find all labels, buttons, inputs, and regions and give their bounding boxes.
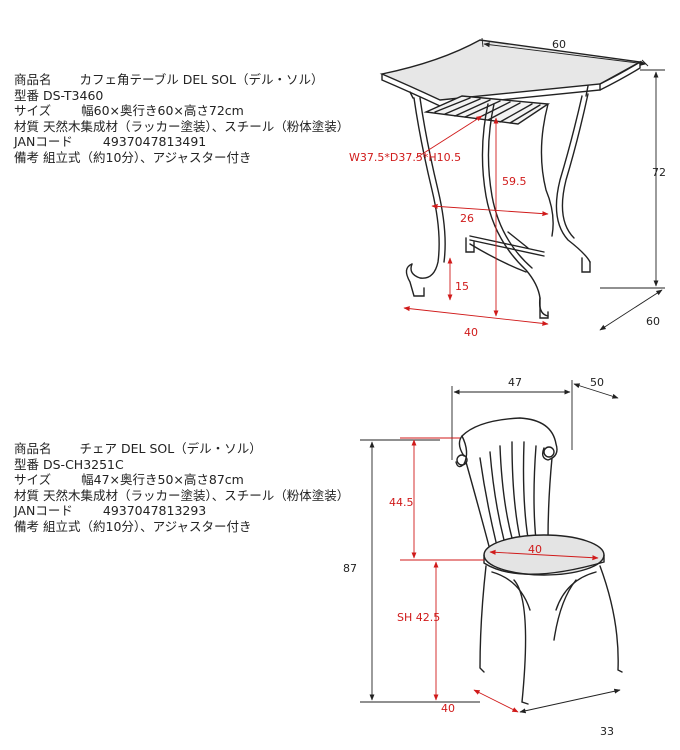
table-depth-label: 60: [646, 315, 660, 328]
chair-width-label: 47: [508, 376, 522, 389]
table-spec-name-row: 商品名 カフェ角テーブル DEL SOL（デル・ソル）: [14, 72, 349, 88]
table-size-label: サイズ: [14, 103, 52, 118]
table-note-label: 備考: [14, 149, 40, 165]
chair-model-label: 型番: [14, 456, 40, 472]
table-name-value: カフェ角テーブル DEL SOL（デル・ソル）: [79, 72, 324, 87]
chair-model-value: DS-CH3251C: [43, 456, 124, 472]
table-spec-jan-row: JANコード 4937047813491: [14, 134, 349, 150]
table-jan-label: JANコード: [14, 134, 73, 149]
chair-spec-block: 商品名 チェア DEL SOL（デル・ソル） 型番 DS-CH3251C サイズ 幅…: [14, 441, 349, 534]
chair-jan-label: JANコード: [14, 503, 73, 518]
chair-base-width-label: 40: [441, 702, 455, 715]
table-dimension-lines-red: [403, 115, 549, 326]
chair-spec-size-row: サイズ 幅47×奥行き50×高さ87cm: [14, 472, 349, 488]
chair-total-height-label: 87: [343, 562, 357, 575]
chair-material-value: 天然木集成材（ラッカー塗装）、スチール（粉体塗装）: [43, 487, 350, 503]
chair-depth-label: 50: [590, 376, 604, 389]
table-spec-block: 商品名 カフェ角テーブル DEL SOL（デル・ソル） 型番 DS-T3460 サ…: [14, 72, 349, 165]
chair-note-label: 備考: [14, 518, 40, 534]
table-spec-model-row: 型番 DS-T3460: [14, 88, 349, 104]
table-material-value: 天然木集成材（ラッカー塗装）、スチール（粉体塗装）: [43, 118, 350, 134]
chair-name-label: 商品名: [14, 441, 52, 456]
table-dimension-lines: [481, 37, 665, 331]
chair-name-value: チェア DEL SOL（デル・ソル）: [79, 441, 262, 456]
table-leg-span-label: 40: [464, 326, 478, 339]
chair-material-label: 材質: [14, 487, 40, 503]
chair-illustration: [455, 417, 623, 705]
table-top-width-label: 60: [552, 38, 566, 51]
chair-note-value: 組立式（約10分）、アジャスター付き: [43, 518, 252, 534]
chair-dimension-lines-red: [400, 437, 599, 713]
chair-size-value: 幅47×奥行き50×高さ87cm: [81, 472, 244, 487]
table-model-value: DS-T3460: [43, 87, 104, 103]
table-size-value: 幅60×奥行き60×高さ72cm: [81, 103, 244, 118]
chair-size-label: サイズ: [14, 472, 52, 487]
chair-jan-value: 4937047813293: [102, 503, 207, 518]
table-spec-material-row: 材質 天然木集成材（ラッカー塗装）、スチール（粉体塗装）: [14, 119, 349, 135]
chair-seat-diameter-label: 40: [528, 543, 542, 556]
chair-base-depth-label: 33: [600, 725, 614, 738]
chair-spec-model-row: 型番 DS-CH3251C: [14, 457, 349, 473]
table-foot-height-label: 15: [455, 280, 469, 293]
table-spec-size-row: サイズ 幅60×奥行き60×高さ72cm: [14, 103, 349, 119]
table-inner-width-label: 26: [460, 212, 474, 225]
chair-spec-material-row: 材質 天然木集成材（ラッカー塗装）、スチール（粉体塗装）: [14, 488, 349, 504]
table-jan-value: 4937047813491: [102, 134, 207, 149]
chair-spec-jan-row: JANコード 4937047813293: [14, 503, 349, 519]
table-note-value: 組立式（約10分）、アジャスター付き: [43, 149, 252, 165]
chair-spec-note-row: 備考 組立式（約10分）、アジャスター付き: [14, 519, 349, 535]
table-material-label: 材質: [14, 118, 40, 134]
chair-back-height-label: 44.5: [389, 496, 414, 509]
table-shelf-label: W37.5*D37.5*H10.5: [349, 151, 461, 164]
chair-seat-height-label: SH 42.5: [397, 611, 440, 624]
table-inner-height-label: 59.5: [502, 175, 527, 188]
table-height-label: 72: [652, 166, 666, 179]
table-name-label: 商品名: [14, 72, 52, 87]
table-spec-note-row: 備考 組立式（約10分）、アジャスター付き: [14, 150, 349, 166]
chair-dimension-lines: [360, 380, 621, 714]
table-model-label: 型番: [14, 87, 40, 103]
chair-spec-name-row: 商品名 チェア DEL SOL（デル・ソル）: [14, 441, 349, 457]
